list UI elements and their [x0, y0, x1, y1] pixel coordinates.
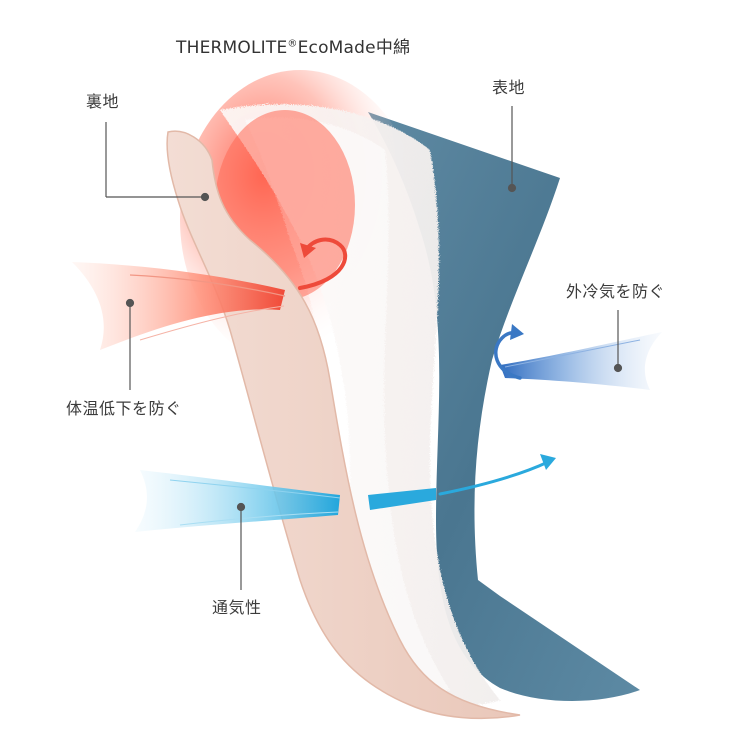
breathable-stream-line [179, 511, 339, 526]
label-keep-warm: 体温低下を防ぐ [66, 399, 182, 418]
insulation-fill-inner [245, 117, 450, 692]
warm-curl-arrow [298, 237, 348, 290]
label-block-cold: 外冷気を防ぐ [566, 282, 666, 301]
page-title: THERMOLITE®EcoMade中綿 [176, 33, 410, 58]
label-breathable: 通気性 [212, 598, 262, 617]
breathable-air-stream [135, 470, 340, 532]
curved-arrow-icon [510, 324, 524, 340]
breathable-stream-mid [368, 488, 436, 510]
warm-stream-line [129, 274, 286, 297]
arrow-right-icon [540, 454, 556, 470]
cold-stream-line [504, 339, 641, 368]
warm-air-stream [72, 262, 285, 350]
curved-arrow-icon [300, 243, 316, 258]
title-brand: THERMOLITE [176, 38, 288, 58]
leader-lines [105, 106, 623, 590]
cold-air-stream [500, 332, 662, 390]
breathable-arrow [438, 460, 550, 496]
breathable-stream-line [169, 479, 341, 499]
label-outer: 表地 [492, 78, 526, 97]
lining-fabric [166, 130, 521, 720]
title-rest: EcoMade中綿 [297, 38, 411, 58]
warm-stream-line [139, 305, 285, 341]
registered-mark: ® [287, 38, 298, 50]
label-lining: 裏地 [86, 92, 120, 111]
